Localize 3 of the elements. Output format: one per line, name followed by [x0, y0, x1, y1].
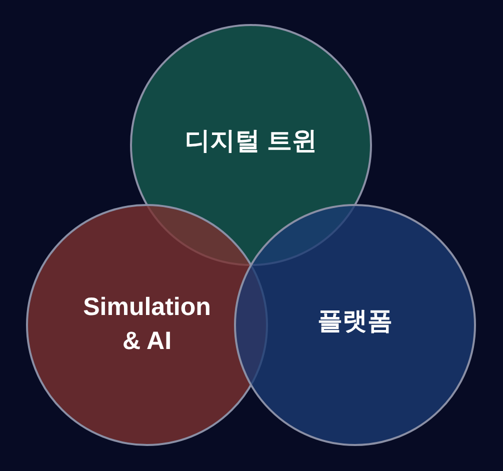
circle-label: 디지털 트윈	[184, 126, 318, 157]
circle-label: Simulation & AI	[82, 292, 212, 357]
circle-label: 플랫폼	[316, 306, 394, 337]
